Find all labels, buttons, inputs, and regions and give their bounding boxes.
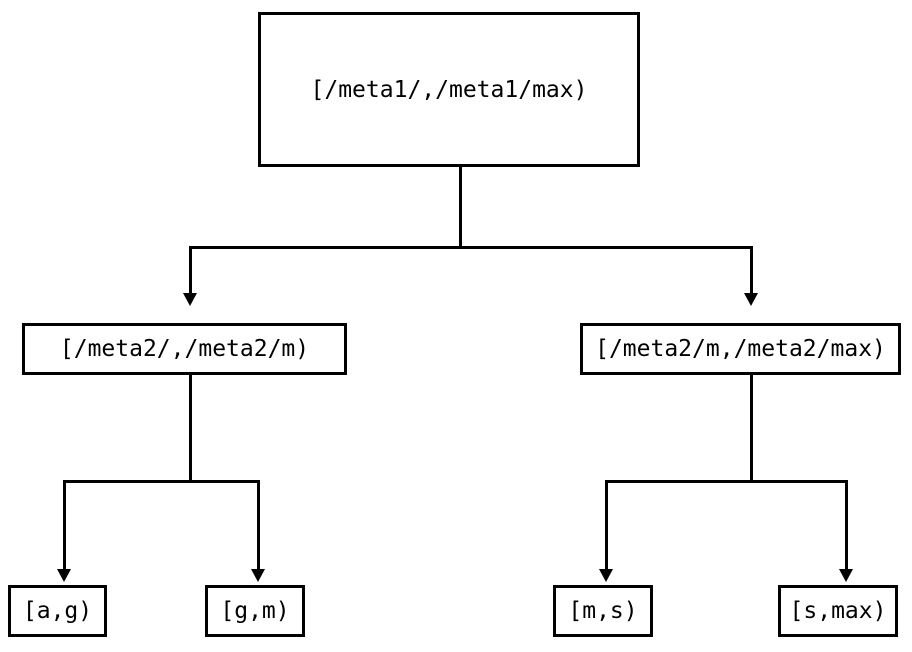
edge-right-subtree-crossbar	[605, 480, 848, 483]
node-leaf-3-label: [m,s)	[568, 598, 638, 624]
edge-mid-right-stem	[750, 375, 753, 483]
edge-root-to-mid-left	[189, 246, 192, 294]
node-leaf-3[interactable]: [m,s)	[553, 585, 653, 637]
edge-mid-left-stem	[189, 375, 192, 483]
edge-left-subtree-crossbar	[63, 480, 260, 483]
node-leaf-1-label: [a,g)	[22, 598, 93, 624]
node-mid-right-label: [/meta2/m,/meta2/max)	[595, 336, 886, 362]
edge-root-stem	[459, 167, 462, 249]
edge-mid-left-to-leaf-2	[257, 480, 260, 570]
edge-root-to-mid-right	[750, 246, 753, 294]
node-leaf-1[interactable]: [a,g)	[8, 585, 107, 637]
arrow-head-leaf-2-icon	[251, 569, 265, 582]
edge-mid-right-to-leaf-3	[605, 480, 608, 570]
node-root-label: [/meta1/,/meta1/max)	[310, 76, 588, 103]
arrow-head-mid-right-icon	[744, 293, 758, 306]
arrow-head-mid-left-icon	[183, 293, 197, 306]
node-leaf-2-label: [g,m)	[220, 598, 290, 624]
node-leaf-2[interactable]: [g,m)	[205, 585, 305, 637]
node-root[interactable]: [/meta1/,/meta1/max)	[258, 12, 640, 167]
edge-mid-right-to-leaf-4	[845, 480, 848, 570]
node-leaf-4-label: [s,max)	[789, 598, 887, 624]
arrow-head-leaf-4-icon	[839, 569, 853, 582]
node-leaf-4[interactable]: [s,max)	[778, 585, 898, 637]
arrow-head-leaf-3-icon	[599, 569, 613, 582]
edge-mid-left-to-leaf-1	[63, 480, 66, 570]
node-mid-left-label: [/meta2/,/meta2/m)	[59, 336, 310, 362]
edge-level1-crossbar	[189, 246, 753, 249]
node-mid-right[interactable]: [/meta2/m,/meta2/max)	[580, 323, 901, 375]
arrow-head-leaf-1-icon	[57, 569, 71, 582]
node-mid-left[interactable]: [/meta2/,/meta2/m)	[22, 323, 347, 375]
